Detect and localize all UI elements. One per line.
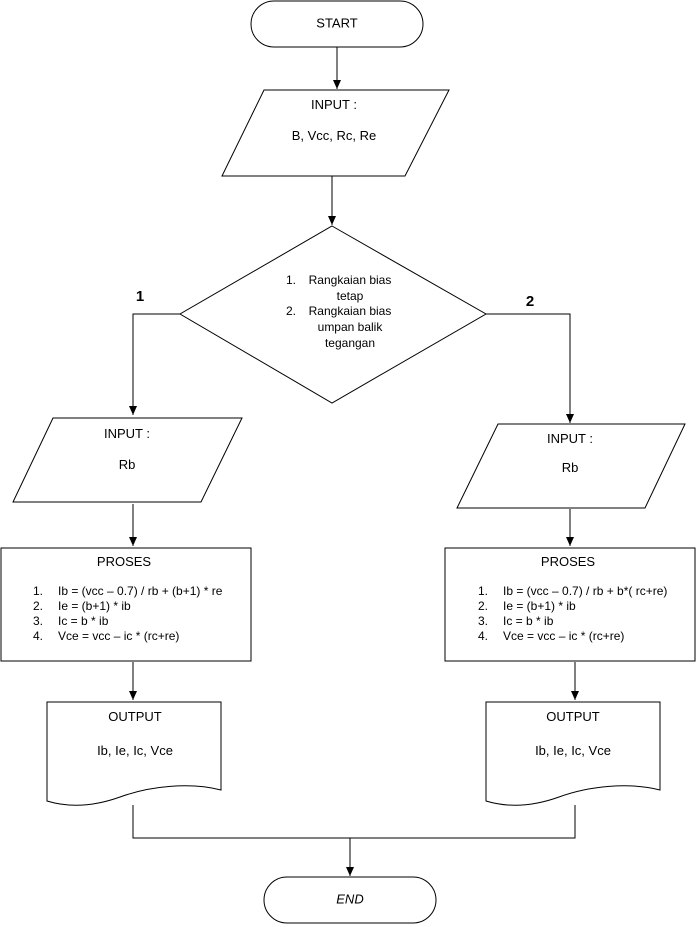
input-main-values: B, Vcc, Rc, Re [292,128,377,143]
start-shape [250,0,424,48]
left-process-step-1-num: 1. [33,584,43,598]
left-process-title: PROSES [97,554,152,569]
right-input-title: INPUT : [547,431,593,446]
connectors [129,47,579,876]
left-process-step-3-num: 3. [33,614,43,628]
decision-option-2-line-3: tegangan [325,336,375,350]
left-input-value: Rb [119,457,136,472]
left-output-value: Ib, Ie, Ic, Vce [97,743,173,758]
left-input-title: INPUT : [104,426,150,441]
right-process-step-2-num: 2. [478,599,488,613]
left-process-step-3-text: Ic = b * ib [58,614,109,628]
decision-option-2-line-1: Rangkaian bias [309,304,392,318]
branch-label-right: 2 [526,293,534,310]
left-input-shape [12,417,243,503]
right-output: OUTPUT Ib, Ie, Ic, Vce [485,701,661,806]
right-output-shape [485,701,661,806]
right-process-step-1-text: Ib = (vcc – 0.7) / rb + b*( rc+re) [503,584,667,598]
right-output-title: OUTPUT [546,709,600,724]
right-process-title: PROSES [541,554,596,569]
decision: 1. Rangkaian bias tetap 2. Rangkaian bia… [179,225,488,404]
merge-line [132,805,576,839]
decision-option-2-num: 2. [286,304,296,318]
right-process-step-4-text: Vce = vcc – ic * (rc+re) [503,629,624,643]
decision-option-1-line-1: Rangkaian bias [309,273,392,287]
right-process: PROSES 1. Ib = (vcc – 0.7) / rb + b*( rc… [444,547,696,662]
branch-label-left: 1 [136,288,144,305]
start-terminator: START [250,0,424,48]
right-process-step-2-text: Ie = (b+1) * ib [503,599,576,613]
end-terminator: END [263,876,437,924]
right-input: INPUT : Rb [456,423,686,509]
right-process-step-1-num: 1. [478,584,488,598]
left-input: INPUT : Rb [12,417,243,503]
arrow-decision-to-left-input [129,313,180,415]
right-process-step-4-num: 4. [478,629,488,643]
left-output-title: OUTPUT [108,709,162,724]
left-process-shape [0,547,252,662]
input-main-title: INPUT : [311,97,357,112]
left-process: PROSES 1. Ib = (vcc – 0.7) / rb + (b+1) … [0,547,252,662]
input-main: INPUT : B, Vcc, Rc, Re [221,89,450,177]
right-process-step-3-text: Ic = b * ib [503,614,554,628]
decision-option-2-line-2: umpan balik [318,320,384,334]
right-input-shape [456,423,686,509]
decision-option-1-num: 1. [286,273,296,287]
right-input-value: Rb [562,460,579,475]
right-process-shape [444,547,696,662]
left-output-shape [46,701,222,806]
right-process-step-3-num: 3. [478,614,488,628]
left-output: OUTPUT Ib, Ie, Ic, Vce [46,701,222,806]
decision-option-1-line-2: tetap [337,289,364,303]
end-label: END [336,891,363,906]
left-process-step-2-num: 2. [33,599,43,613]
end-shape [263,876,437,924]
left-process-step-2-text: Ie = (b+1) * ib [58,599,131,613]
left-process-step-4-text: Vce = vcc – ic * (rc+re) [58,629,179,643]
decision-shape [179,225,488,404]
input-main-shape [221,89,450,177]
right-output-value: Ib, Ie, Ic, Vce [535,743,611,758]
arrow-decision-to-right-input [486,313,574,423]
left-process-step-1-text: Ib = (vcc – 0.7) / rb + (b+1) * re [58,584,223,598]
left-process-step-4-num: 4. [33,629,43,643]
start-label: START [316,15,357,30]
